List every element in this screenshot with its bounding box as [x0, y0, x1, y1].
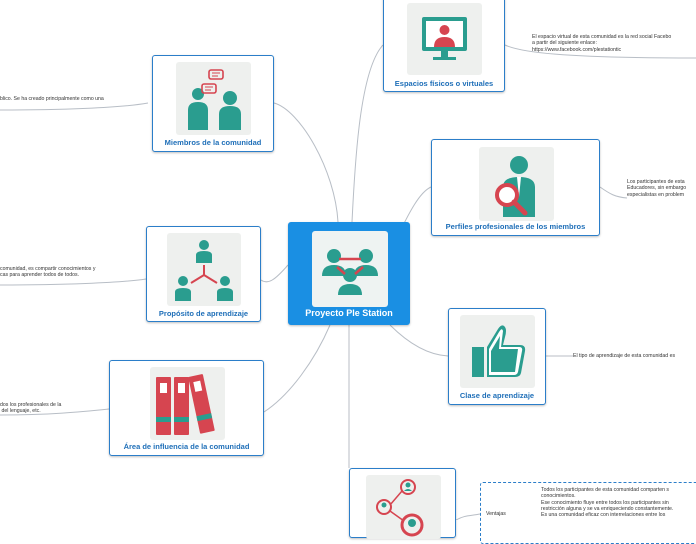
group-network-icon	[312, 231, 388, 307]
note-espacios: El espacio virtual de esta comunidad es …	[532, 34, 672, 53]
thumbs-up-icon	[460, 315, 535, 388]
node-miembros-title: Miembros de la comunidad	[164, 138, 262, 147]
node-proposito[interactable]: Propósito de aprendizaje	[146, 226, 261, 322]
note-miembros: blico. Se ha creado principalmente como …	[0, 96, 104, 102]
note-perfiles: Los participantes de esta Educadores, si…	[627, 179, 687, 198]
central-node[interactable]: Proyecto Ple Station	[288, 222, 410, 325]
node-area-title: Área de influencia de la comunidad	[123, 442, 250, 451]
binders-icon	[150, 367, 225, 440]
node-espacios-title: Espacios físicos o virtuales	[394, 79, 494, 88]
note-proposito: comunidad, es compartir conocimientos y …	[0, 266, 96, 279]
node-proposito-title: Propósito de aprendizaje	[158, 309, 249, 318]
video-presenter-icon	[407, 3, 482, 75]
node-clase[interactable]: Clase de aprendizaje	[448, 308, 546, 405]
central-title: Proyecto Ple Station	[305, 308, 393, 318]
node-clase-title: Clase de aprendizaje	[459, 391, 535, 400]
node-perfiles-title: Perfiles profesionales de los miembros	[445, 222, 586, 231]
hierarchy-people-icon	[167, 233, 241, 306]
node-miembros[interactable]: Miembros de la comunidad	[152, 55, 274, 152]
people-talking-icon	[176, 62, 251, 135]
node-bottom[interactable]	[349, 468, 456, 539]
people-connection-icon	[366, 475, 441, 539]
note-clase: El tipo de aprendizaje de esta comunidad…	[573, 353, 676, 359]
note-area: dos los profesionales de la del lenguaje…	[0, 402, 62, 415]
connector-lines	[0, 44, 696, 520]
ventajas-label: Ventajas	[486, 511, 506, 517]
note-ventajas: Todos los participantes de esta comunida…	[541, 487, 674, 519]
node-perfiles[interactable]: Perfiles profesionales de los miembros	[431, 139, 600, 236]
node-espacios[interactable]: Espacios físicos o virtuales	[383, 0, 505, 92]
node-area[interactable]: Área de influencia de la comunidad	[109, 360, 264, 456]
person-search-icon	[479, 147, 554, 221]
